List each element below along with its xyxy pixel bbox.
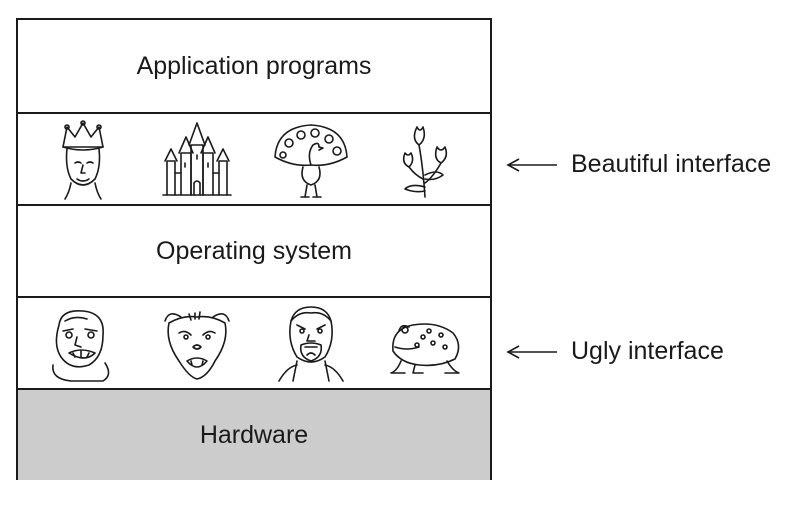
castle-icon — [155, 117, 239, 201]
layer-stack-diagram: Application programs — [16, 18, 492, 480]
layer-beautiful-interface — [18, 112, 490, 204]
layer-ugly-interface — [18, 296, 490, 388]
layer-label-application: Application programs — [136, 51, 372, 80]
callout-label-beautiful: Beautiful interface — [571, 150, 772, 178]
callout-ugly-interface: Ugly interface — [505, 337, 724, 366]
layer-label-operating-system: Operating system — [156, 236, 352, 265]
callout-label-ugly: Ugly interface — [571, 337, 724, 365]
layer-application-programs: Application programs — [18, 20, 490, 112]
flower-icon — [383, 117, 467, 201]
queen-icon — [41, 117, 125, 201]
callout-beautiful-interface: Beautiful interface — [505, 150, 771, 179]
left-arrow-icon — [506, 157, 557, 172]
layer-label-hardware: Hardware — [199, 420, 309, 449]
peacock-icon — [269, 117, 353, 201]
ugly-dog-icon — [155, 301, 239, 385]
screaming-man-icon — [269, 301, 353, 385]
left-arrow-icon — [506, 344, 557, 359]
layer-operating-system: Operating system — [18, 204, 490, 296]
grimacing-man-icon — [41, 301, 125, 385]
toad-icon — [383, 301, 467, 385]
layer-hardware: Hardware — [18, 388, 490, 480]
